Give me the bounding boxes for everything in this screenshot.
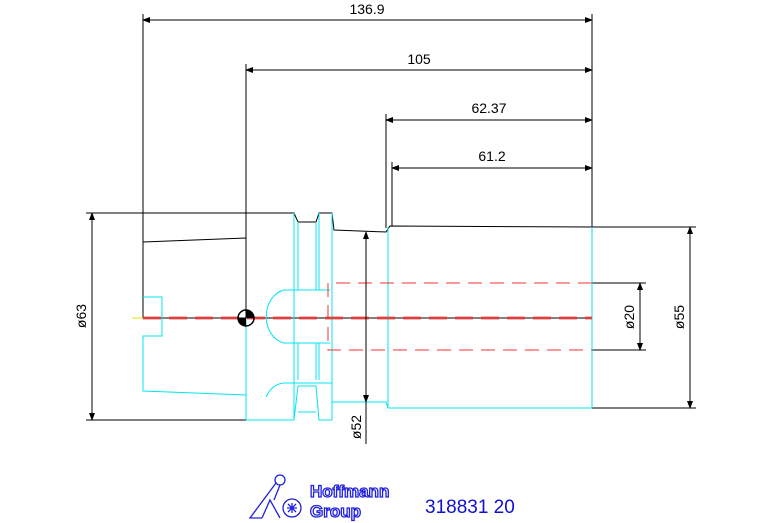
svg-text:ø63: ø63 <box>73 304 89 328</box>
gauge-point-icon <box>237 309 255 327</box>
dim-overall-length: 136.9 <box>142 1 593 23</box>
dim-flange-diameter: ø63 <box>73 212 95 421</box>
hoffmann-group-logo: Hoffmann Group <box>248 474 390 522</box>
hidden-bore <box>132 282 592 351</box>
svg-text:61.2: 61.2 <box>478 148 505 164</box>
svg-text:105: 105 <box>407 51 431 67</box>
dim-clamp-length: 61.2 <box>391 148 593 171</box>
dim-bore-diameter: ø20 <box>621 282 643 351</box>
dim-projection-length: 62.37 <box>385 100 593 123</box>
dim-neck-diameter: ø52 <box>348 231 369 444</box>
svg-text:Group: Group <box>310 502 361 521</box>
svg-text:136.9: 136.9 <box>349 1 384 17</box>
svg-text:62.37: 62.37 <box>471 100 506 116</box>
svg-text:ø55: ø55 <box>671 305 687 329</box>
dim-gauge-length: 105 <box>245 51 593 73</box>
part-number: 318831 20 <box>425 497 515 518</box>
svg-text:ø52: ø52 <box>348 415 364 439</box>
dim-body-diameter: ø55 <box>671 226 693 409</box>
svg-text:Hoffmann: Hoffmann <box>310 482 389 501</box>
svg-text:ø20: ø20 <box>621 305 637 329</box>
extension-lines <box>142 14 696 409</box>
